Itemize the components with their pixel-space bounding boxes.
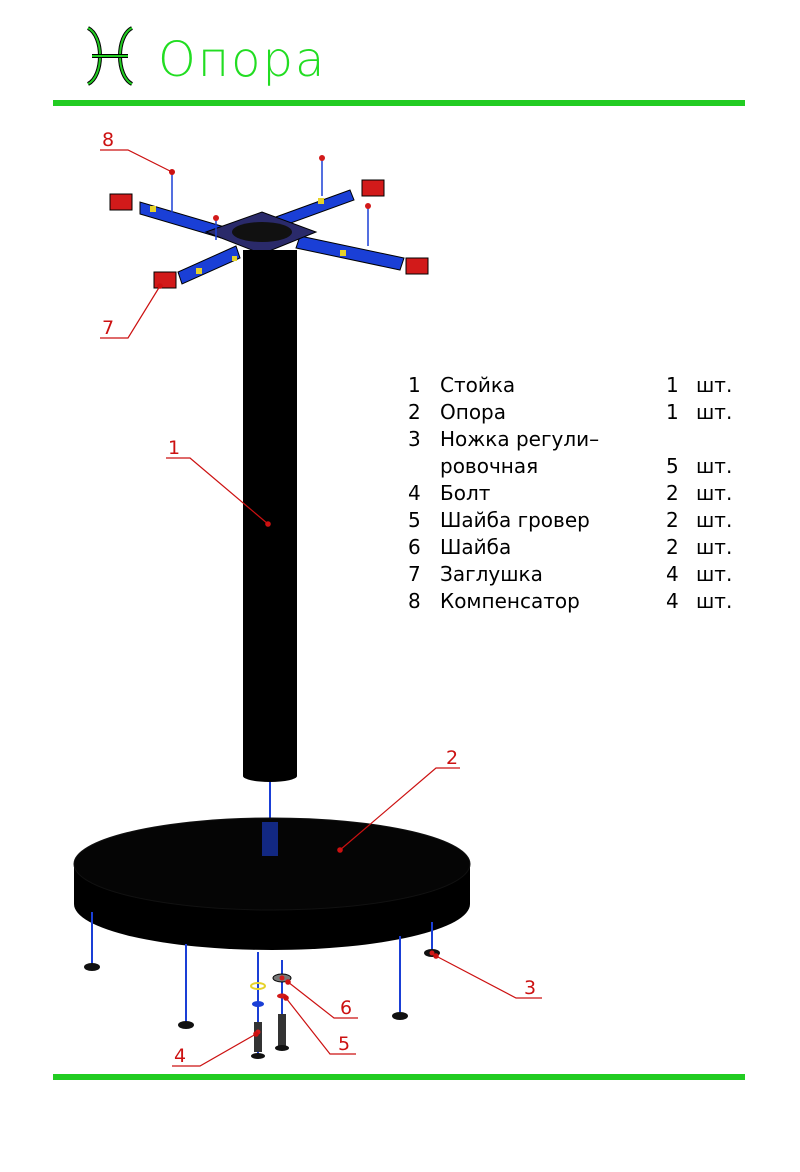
part-name: Болт [440,481,491,505]
part-number: 2 [408,400,421,424]
part-number: 8 [408,589,421,613]
part-quantity: 2 [666,508,679,532]
part-number: 7 [408,562,421,586]
parts-list-row: 5 Шайба гровер 2 шт. [408,507,758,534]
part-quantity: 1 [666,400,679,424]
part-unit: шт. [696,562,733,586]
pisces-logo-icon [86,26,134,86]
part-unit: шт. [696,535,733,559]
callout-3 [433,953,542,999]
part-unit: шт. [696,400,733,424]
parts-list-row: 3 Ножка регули– [408,426,758,453]
parts-list-row: ровочная 5 шт. [408,453,758,480]
callout-label-3: 3 [524,977,536,999]
parts-list: 1 Стойка 1 шт. 2 Опора 1 шт. 3 Ножка рег… [408,372,758,615]
callout-2 [337,767,460,853]
part-unit: шт. [696,373,733,397]
part-number: 5 [408,508,421,532]
parts-list-row: 1 Стойка 1 шт. [408,372,758,399]
parts-list-row: 7 Заглушка 4 шт. [408,561,758,588]
part-number: 4 [408,481,421,505]
callout-label-1: 1 [168,437,180,459]
part-name: Шайба гровер [440,508,590,532]
callout-5 [283,995,356,1055]
part-number: 1 [408,373,421,397]
cross-frame [109,155,429,289]
callout-6 [285,979,358,1019]
callout-label-8: 8 [102,129,114,151]
callout-1 [166,457,271,527]
callout-label-7: 7 [102,317,114,339]
part-name: ровочная [440,454,539,478]
part-number: 6 [408,535,421,559]
part-quantity: 2 [666,535,679,559]
adjustable-feet [84,912,440,1029]
part-unit: шт. [696,481,733,505]
part-quantity: 4 [666,589,679,613]
callout-label-5: 5 [338,1033,350,1055]
column-post [243,250,297,826]
top-divider [53,100,745,106]
parts-list-row: 4 Болт 2 шт. [408,480,758,507]
callout-label-6: 6 [340,997,352,1019]
page-title: Опора [158,32,327,88]
part-number: 3 [408,427,421,451]
bolt-hardware [250,952,292,1059]
callout-7 [100,283,163,339]
part-name: Стойка [440,373,516,397]
part-unit: шт. [696,508,733,532]
part-quantity [666,426,696,453]
part-name: Ножка регули– [440,427,600,451]
callout-label-4: 4 [174,1045,186,1067]
callout-label-2: 2 [446,747,458,769]
callout-8 [100,149,175,175]
parts-list-row: 6 Шайба 2 шт. [408,534,758,561]
part-name: Опора [440,400,507,424]
part-name: Заглушка [440,562,543,586]
part-unit: шт. [696,589,733,613]
callout-4 [172,1031,259,1067]
parts-list-row: 8 Компенсатор 4 шт. [408,588,758,615]
part-number [408,453,440,480]
parts-list-row: 2 Опора 1 шт. [408,399,758,426]
bottom-divider [53,1074,745,1080]
part-name: Компенсатор [440,589,580,613]
part-unit: шт. [696,454,733,478]
part-unit [696,426,756,453]
part-quantity: 4 [666,562,679,586]
part-quantity: 1 [666,373,679,397]
part-quantity: 5 [666,454,679,478]
part-quantity: 2 [666,481,679,505]
base-disk [73,817,471,950]
part-name: Шайба [440,535,512,559]
